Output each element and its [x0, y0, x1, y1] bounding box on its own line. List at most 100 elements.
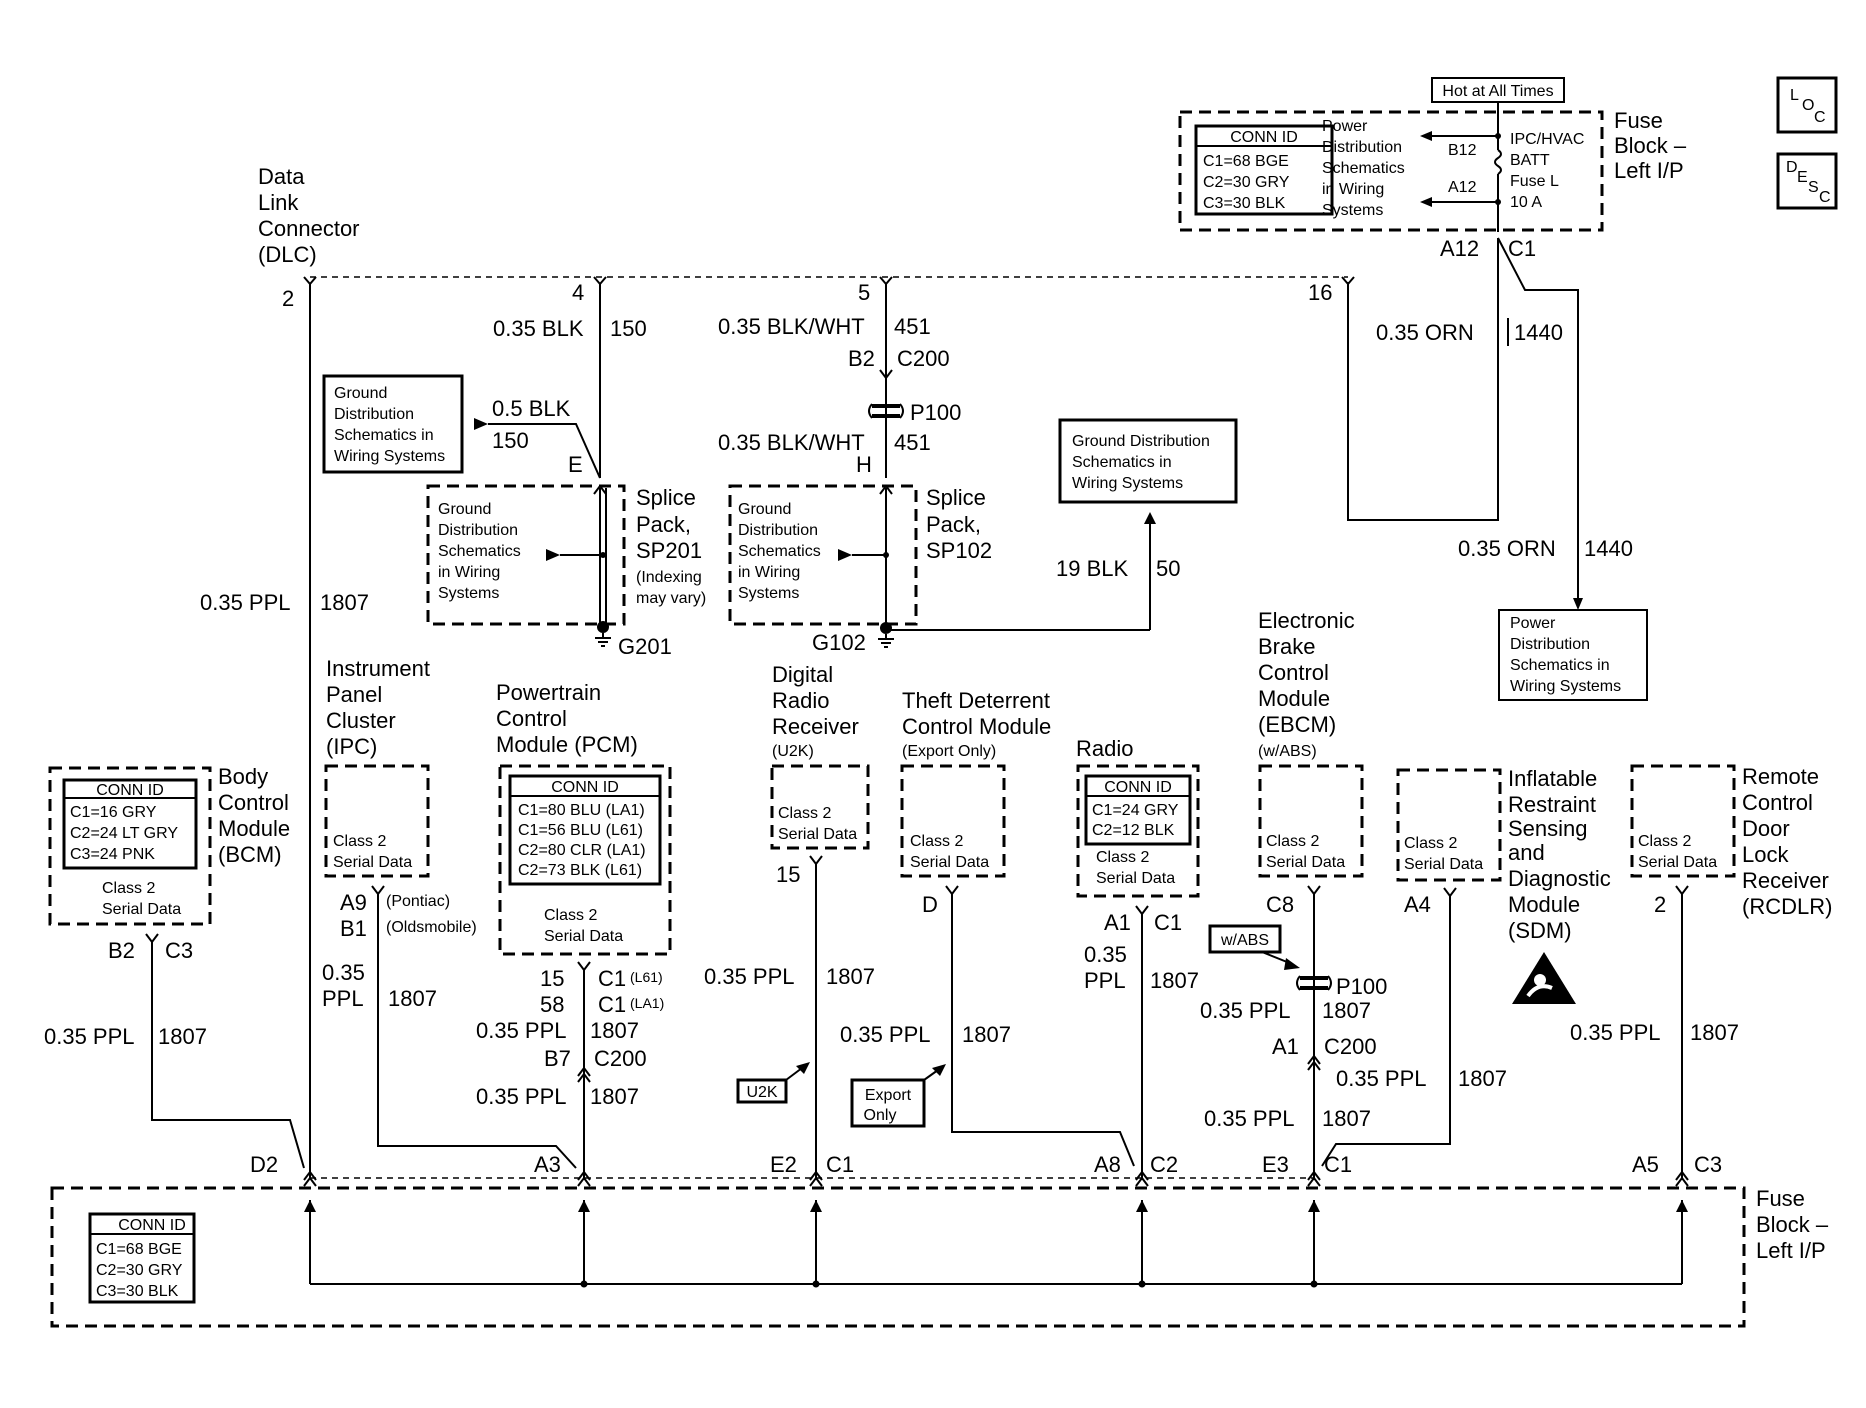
svg-text:1807: 1807	[158, 1024, 207, 1049]
wire-bcm	[151, 942, 305, 1169]
svg-text:Class 2: Class 2	[1404, 835, 1457, 852]
svg-text:A4: A4	[1404, 892, 1431, 917]
svg-text:Lock: Lock	[1742, 842, 1789, 867]
svg-text:Schematics in: Schematics in	[1072, 454, 1172, 471]
svg-text:Body: Body	[218, 764, 268, 789]
svg-text:CONN ID: CONN ID	[1230, 129, 1298, 146]
ground-dist-box-2[interactable]	[1058, 418, 1238, 504]
svg-text:1807: 1807	[962, 1022, 1011, 1047]
svg-text:Power: Power	[1510, 615, 1556, 632]
svg-text:E2: E2	[770, 1152, 797, 1177]
svg-text:Digital: Digital	[772, 662, 833, 687]
svg-text:Class 2: Class 2	[1638, 833, 1691, 850]
svg-text:Schematics: Schematics	[738, 543, 821, 560]
svg-text:P100: P100	[910, 400, 961, 425]
svg-text:Systems: Systems	[738, 585, 799, 602]
svg-text:Class 2: Class 2	[1266, 833, 1319, 850]
svg-text:1807: 1807	[1150, 968, 1199, 993]
bottom-bus	[303, 1170, 1689, 1288]
svg-text:C3: C3	[165, 938, 193, 963]
wire-sdm	[1321, 896, 1451, 1167]
pcm-module	[498, 764, 672, 956]
svg-text:Connector: Connector	[258, 216, 360, 241]
svg-text:B2: B2	[108, 938, 135, 963]
svg-text:CONN ID: CONN ID	[551, 779, 619, 796]
svg-text:2: 2	[1654, 892, 1666, 917]
fuse-top-l2: Block –	[1614, 133, 1687, 158]
svg-text:0.35 ORN: 0.35 ORN	[1376, 320, 1474, 345]
svg-text:(DLC): (DLC)	[258, 242, 317, 267]
loc-o: O	[1802, 97, 1814, 114]
svg-text:BATT: BATT	[1510, 152, 1550, 169]
svg-text:150: 150	[610, 316, 647, 341]
svg-text:(L61): (L61)	[630, 969, 663, 985]
svg-text:Receiver: Receiver	[1742, 868, 1829, 893]
svg-text:Splice: Splice	[636, 485, 696, 510]
ground-dist-box-1[interactable]	[322, 374, 464, 474]
svg-text:0.35: 0.35	[1084, 942, 1127, 967]
radio-conn-id	[1084, 774, 1192, 846]
svg-text:(BCM): (BCM)	[218, 842, 282, 867]
power-dist-box-bottom[interactable]	[1498, 609, 1648, 701]
svg-text:G201: G201	[618, 634, 672, 659]
svg-text:451: 451	[894, 430, 931, 455]
svg-text:in Wiring: in Wiring	[438, 564, 500, 581]
svg-text:Serial Data: Serial Data	[1404, 856, 1483, 873]
svg-text:Serial Data: Serial Data	[778, 826, 857, 843]
loc-icon[interactable]: L O C	[1776, 76, 1838, 134]
svg-text:A1: A1	[1104, 910, 1131, 935]
svg-text:C3=30 BLK: C3=30 BLK	[1203, 195, 1286, 212]
ground-symbol-icon	[595, 633, 611, 647]
svg-text:0.35 PPL: 0.35 PPL	[1204, 1106, 1295, 1131]
tdcm-module	[900, 764, 1006, 878]
svg-text:C1: C1	[1154, 910, 1182, 935]
svg-text:0.35: 0.35	[322, 960, 365, 985]
svg-text:0.35 PPL: 0.35 PPL	[44, 1024, 135, 1049]
svg-text:Inflatable: Inflatable	[1508, 766, 1597, 791]
fuse-l-element	[1494, 149, 1502, 175]
svg-text:P100: P100	[1336, 974, 1387, 999]
svg-text:1807: 1807	[1322, 1106, 1371, 1131]
svg-text:Distribution: Distribution	[1510, 636, 1590, 653]
svg-text:1440: 1440	[1584, 536, 1633, 561]
svg-text:1807: 1807	[590, 1084, 639, 1109]
svg-text:0.35 PPL: 0.35 PPL	[1570, 1020, 1661, 1045]
svg-text:CONN ID: CONN ID	[96, 782, 164, 799]
svg-text:w/ABS: w/ABS	[1220, 932, 1269, 949]
conn-id-box-top	[1194, 124, 1334, 216]
svg-text:Serial Data: Serial Data	[102, 901, 181, 918]
svg-text:(RCDLR): (RCDLR)	[1742, 894, 1832, 919]
svg-text:may vary): may vary)	[636, 590, 706, 607]
export-only-tag	[850, 1078, 926, 1128]
svg-text:Module (PCM): Module (PCM)	[496, 732, 638, 757]
svg-text:Receiver: Receiver	[772, 714, 859, 739]
svg-text:Distribution: Distribution	[738, 522, 818, 539]
bcm-conn-id	[62, 778, 198, 870]
svg-text:5: 5	[858, 280, 870, 305]
svg-text:C3: C3	[1694, 1152, 1722, 1177]
svg-text:Splice: Splice	[926, 485, 986, 510]
sdm-module	[1396, 768, 1502, 882]
svg-text:Brake: Brake	[1258, 634, 1315, 659]
svg-text:IPC/HVAC: IPC/HVAC	[1510, 131, 1584, 148]
svg-text:Class 2: Class 2	[544, 907, 597, 924]
svg-text:Ground: Ground	[738, 501, 791, 518]
svg-text:Ground: Ground	[438, 501, 491, 518]
svg-text:4: 4	[572, 280, 584, 305]
svg-text:B7: B7	[544, 1046, 571, 1071]
p100-connector-ebcm	[1296, 975, 1332, 991]
svg-text:16: 16	[1308, 280, 1332, 305]
svg-text:Distribution: Distribution	[1322, 139, 1402, 156]
svg-text:Schematics: Schematics	[438, 543, 521, 560]
svg-text:A3: A3	[534, 1152, 561, 1177]
rcdlr-module	[1630, 764, 1736, 878]
svg-text:0.35 PPL: 0.35 PPL	[704, 964, 795, 989]
svg-text:C3=30 BLK: C3=30 BLK	[96, 1283, 179, 1300]
svg-text:C1=68 BGE: C1=68 BGE	[96, 1241, 182, 1258]
svg-text:Schematics in: Schematics in	[1510, 657, 1610, 674]
svg-text:C1: C1	[598, 992, 626, 1017]
pcm-conn-id	[508, 774, 662, 886]
svg-text:Wiring Systems: Wiring Systems	[1510, 678, 1621, 695]
svg-text:Serial Data: Serial Data	[1638, 854, 1717, 871]
desc-icon[interactable]: D E S C	[1776, 152, 1838, 210]
